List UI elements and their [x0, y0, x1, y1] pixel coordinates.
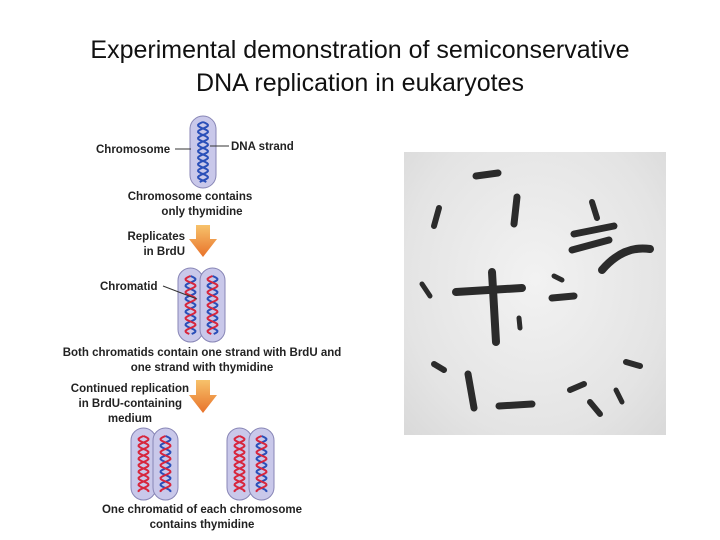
strand-l-brdu	[184, 275, 197, 335]
arrow2-line-1: Continued replication	[71, 383, 189, 395]
arrow2-line-3: medium	[108, 413, 152, 425]
strand-l-thymidine	[184, 275, 197, 335]
original-chromatid	[189, 115, 217, 189]
chromosome-label: Chromosome	[96, 144, 170, 156]
step1-line-2: only thymidine	[161, 206, 242, 218]
down-arrow-2	[189, 380, 217, 413]
title-line-2: DNA replication in eukaryotes	[196, 69, 524, 97]
micrograph-chromosomes	[419, 169, 654, 417]
mc-5	[570, 222, 618, 238]
arrow1-line-1: Replicates	[127, 231, 185, 243]
mc-1	[472, 169, 502, 180]
mc-2	[510, 193, 521, 228]
chromatid-3a	[130, 427, 157, 501]
arrow1-line-2: in BrdU	[143, 246, 185, 258]
chromatid-left	[177, 267, 204, 343]
step2-line-2: one strand with thymidine	[131, 362, 273, 374]
strand-3a-1	[137, 435, 150, 493]
strand-3c-1	[233, 435, 246, 493]
mc-8	[488, 268, 500, 346]
mc-16	[495, 400, 536, 410]
dna-strand-label: DNA strand	[231, 141, 294, 153]
mc-17	[567, 381, 587, 393]
step2-line-1: Both chromatids contain one strand with …	[63, 347, 342, 359]
mc-19	[613, 387, 625, 405]
mc-20	[623, 359, 643, 369]
mc-9	[452, 284, 526, 296]
step3-line-1: One chromatid of each chromosome	[102, 504, 302, 516]
arrow2-line-2: in BrdU-containing	[79, 398, 183, 410]
chromosome-micrograph	[404, 152, 666, 435]
strand-3b-1	[159, 435, 172, 493]
chromatid-3c	[226, 427, 253, 501]
mc-15	[464, 370, 478, 412]
strand-3a-2	[137, 435, 150, 493]
slide-title: Experimental demonstration of semiconser…	[0, 34, 720, 100]
mc-12	[548, 292, 578, 302]
step3-line-2: contains thymidine	[150, 519, 255, 531]
dna-strand-b	[196, 121, 210, 183]
strand-r-brdu	[206, 275, 219, 335]
strand-3d-1	[255, 435, 268, 493]
strand-3b-2	[159, 435, 172, 493]
mc-10	[419, 281, 433, 299]
mc-11	[516, 315, 523, 331]
mc-14	[431, 361, 447, 373]
title-line-1: Experimental demonstration of semiconser…	[90, 36, 630, 64]
mc-3	[431, 205, 442, 229]
step1-line-1: Chromosome contains	[128, 191, 253, 203]
mc-7	[598, 244, 654, 274]
chromatid-3d	[248, 427, 275, 501]
second-generation-chromosome-right	[226, 427, 275, 501]
chromatid-label: Chromatid	[100, 281, 158, 293]
chromatid-3b	[152, 427, 179, 501]
strand-3d-2	[255, 435, 268, 493]
down-arrow-1	[189, 225, 217, 257]
mc-6	[568, 236, 613, 254]
chromatid-right	[199, 267, 226, 343]
second-generation-chromosome-left	[130, 427, 179, 501]
mc-18	[587, 399, 603, 417]
original-chromosome	[189, 115, 217, 189]
mc-13	[551, 273, 565, 283]
strand-r-thymidine	[206, 275, 219, 335]
dna-strand-a	[196, 121, 210, 183]
first-generation-chromosome	[177, 267, 226, 343]
chromatid-leader-line	[162, 285, 198, 300]
mc-4	[589, 199, 600, 221]
strand-3c-2	[233, 435, 246, 493]
